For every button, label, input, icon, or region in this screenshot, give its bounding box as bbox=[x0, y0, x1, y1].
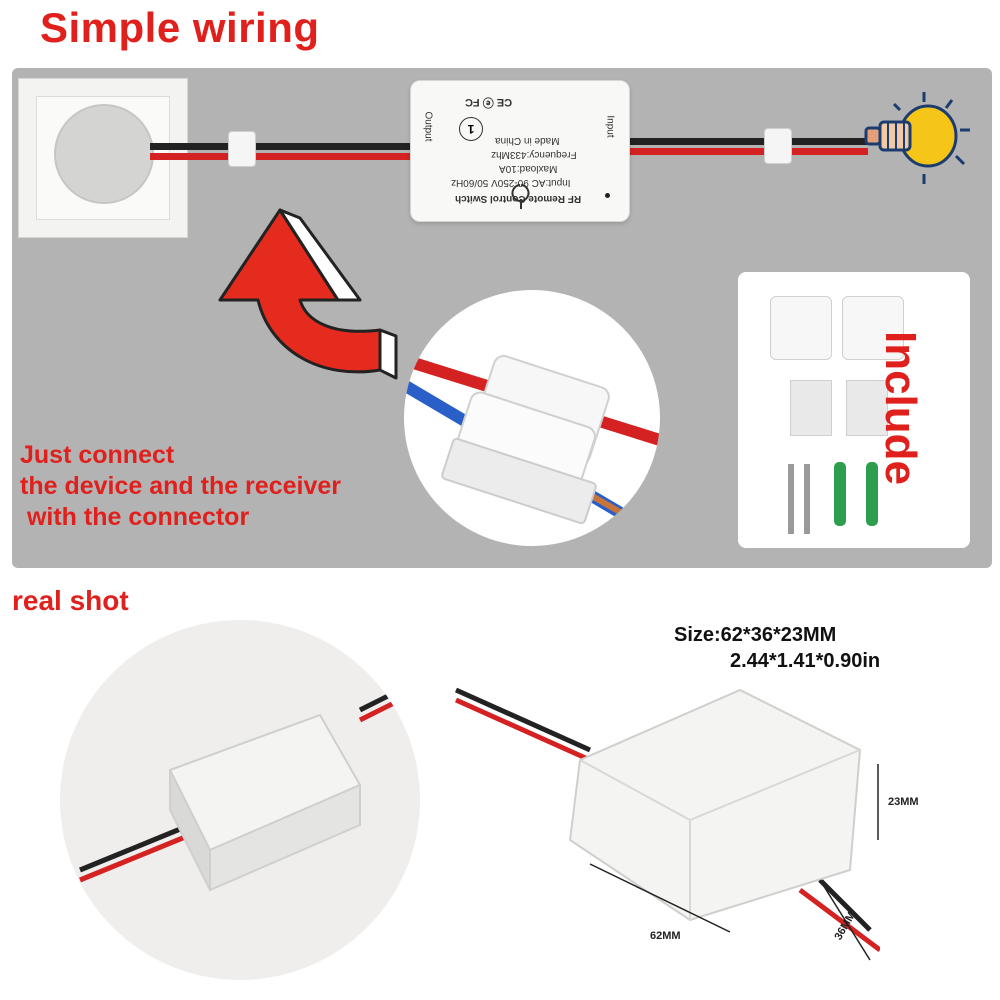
real-shot-title: real shot bbox=[12, 585, 129, 616]
dimension-height: 23MM bbox=[888, 796, 919, 808]
wire-connector-icon bbox=[228, 131, 256, 167]
device-frequency: Frequency:433Mhz bbox=[491, 149, 577, 160]
button-icon bbox=[511, 184, 530, 209]
adhesive-pad-icon bbox=[790, 380, 832, 436]
wire-connector-icon bbox=[770, 296, 832, 360]
wire-red-left bbox=[150, 153, 412, 160]
device-cert-marks: CE ⓔ FC bbox=[465, 96, 513, 108]
dimension-length: 62MM bbox=[650, 930, 681, 942]
indicator-led bbox=[605, 193, 610, 198]
wire-black-right bbox=[628, 138, 868, 145]
channel-badge: 1 bbox=[459, 117, 483, 141]
input-label: Input bbox=[604, 115, 616, 138]
device-maxload: Maxload:10A bbox=[499, 163, 558, 174]
plug-icon bbox=[54, 104, 154, 204]
wire-connector-icon bbox=[842, 296, 904, 360]
screws-and-anchors bbox=[788, 462, 878, 534]
caption-line-2: the device and the receiver bbox=[20, 472, 341, 500]
device-made-in: Made in China bbox=[495, 135, 560, 146]
wall-anchor-icon bbox=[834, 462, 878, 526]
adhesive-pad-icon bbox=[846, 380, 888, 436]
rf-switch-device: RF Remote Control Switch Input:AC 90-250… bbox=[410, 80, 630, 222]
dimension-diagram bbox=[454, 687, 880, 961]
light-bulb-icon bbox=[864, 92, 970, 184]
wire-black-left bbox=[150, 143, 412, 150]
output-label: Output bbox=[422, 111, 434, 142]
include-label: Include bbox=[876, 330, 925, 486]
screw-icon bbox=[788, 464, 810, 534]
real-shot-device-icon bbox=[79, 677, 420, 892]
connector-closeup bbox=[404, 290, 660, 546]
main-title: Simple wiring bbox=[40, 4, 320, 51]
wire-connector-closeup-icon bbox=[404, 354, 660, 525]
wire-red-right bbox=[628, 148, 868, 155]
size-in: 2.44*1.41*0.90in bbox=[730, 650, 881, 672]
caption-line-1: Just connect bbox=[20, 441, 175, 469]
curved-arrow-icon bbox=[218, 208, 398, 380]
size-mm: Size:62*36*23MM bbox=[674, 624, 837, 646]
wire-connector-icon bbox=[764, 128, 792, 164]
real-shot-photo bbox=[60, 620, 420, 980]
caption-line-3: with the connector bbox=[20, 503, 250, 531]
